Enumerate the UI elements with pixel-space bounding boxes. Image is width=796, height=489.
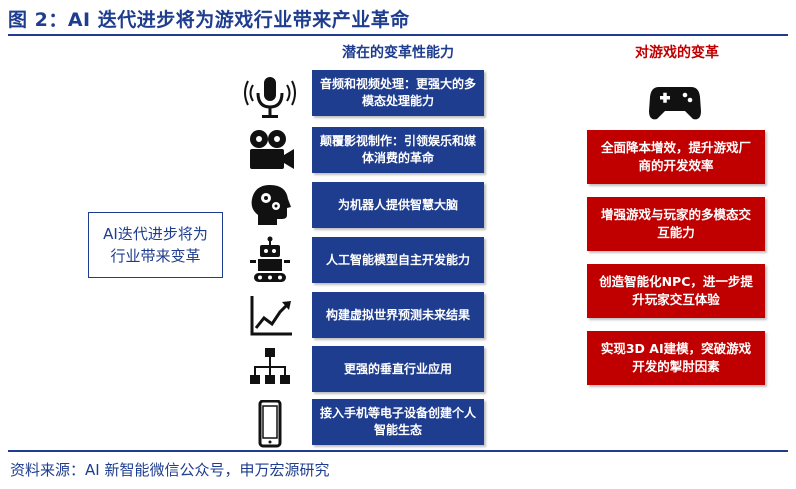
- figure-title: 图 2：AI 迭代进步将为游戏行业带来产业革命: [8, 9, 410, 31]
- footer-rule: [8, 450, 788, 452]
- game-impact-box-2: 增强游戏与玩家的多模态交互能力: [587, 197, 765, 251]
- robot-icon: [244, 236, 296, 284]
- capability-box-3: 为机器人提供智慧大脑: [312, 182, 484, 228]
- capability-box-7: 接入手机等电子设备创建个人智能生态: [312, 399, 484, 445]
- capability-box-6: 更强的垂直行业应用: [312, 346, 484, 392]
- title-rule: [8, 34, 788, 36]
- hierarchy-icon: [244, 346, 296, 394]
- source-note: 资料来源：AI 新智能微信公众号，申万宏源研究: [10, 461, 330, 479]
- gamepad-icon: [649, 83, 701, 123]
- column-header-capabilities: 潜在的变革性能力: [342, 45, 454, 61]
- smartphone-icon: [244, 399, 296, 448]
- trend-chart-icon: [244, 292, 296, 340]
- capability-box-5: 构建虚拟世界预测未来结果: [312, 292, 484, 338]
- game-impact-box-4: 实现3D AI建模，突破游戏开发的掣肘因素: [587, 331, 765, 385]
- capability-box-4: 人工智能模型自主开发能力: [312, 237, 484, 283]
- movie-camera-icon: [244, 127, 296, 175]
- column-header-game-impact: 对游戏的变革: [635, 45, 719, 61]
- head-gears-icon: [244, 181, 296, 229]
- capability-box-2: 颠覆影视制作：引领娱乐和媒体消费的革命: [312, 127, 484, 173]
- game-impact-box-1: 全面降本增效，提升游戏厂商的开发效率: [587, 130, 765, 184]
- source-node: AI迭代进步将为行业带来变革: [88, 212, 223, 278]
- game-impact-box-3: 创造智能化NPC，进一步提升玩家交互体验: [587, 264, 765, 318]
- capability-box-1: 音频和视频处理：更强大的多模态处理能力: [312, 70, 484, 116]
- microphone-icon: [244, 73, 296, 121]
